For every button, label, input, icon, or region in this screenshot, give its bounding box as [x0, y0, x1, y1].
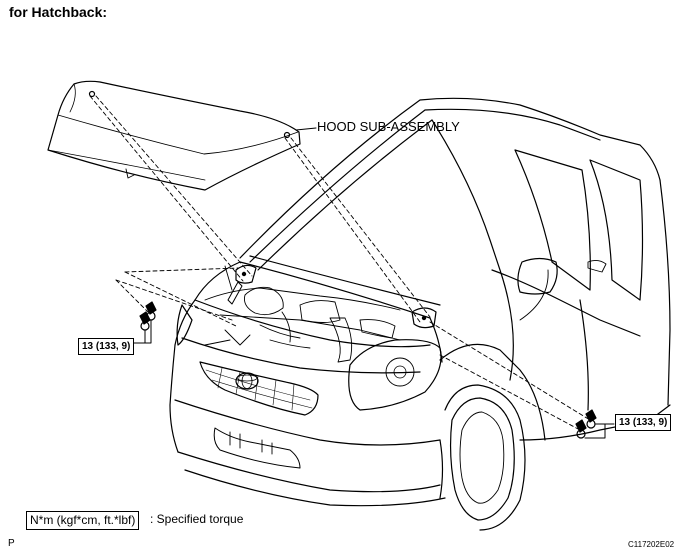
hinge-bolt-right-1 — [421, 315, 427, 321]
hood-leader-line — [295, 127, 317, 131]
engine-compartment — [204, 265, 401, 363]
hood-hinge-right — [411, 307, 437, 329]
torque-legend-text: : Specified torque — [150, 512, 244, 526]
torque-leader-right — [584, 423, 615, 439]
torque-unit-legend: N*m (kgf*cm, ft.*lbf) — [26, 511, 140, 530]
hood-hinge-left — [235, 264, 257, 284]
hinge-alignment-lines — [89, 95, 591, 431]
torque-spec-left: 13 (133, 9) — [78, 338, 135, 355]
figure-heading: for Hatchback: — [9, 4, 108, 20]
corner-mark: P — [8, 538, 15, 549]
hinge-bolt-left-1 — [241, 271, 247, 277]
hood-sub-assembly-label: HOOD SUB-ASSEMBLY — [317, 119, 460, 134]
hood-sub-assembly — [47, 80, 301, 191]
bolts-right — [575, 409, 597, 439]
figure-id: C117202E02 — [628, 540, 675, 549]
torque-spec-right: 13 (133, 9) — [615, 414, 672, 431]
torque-leader-left — [126, 319, 152, 344]
car-body — [169, 97, 671, 531]
